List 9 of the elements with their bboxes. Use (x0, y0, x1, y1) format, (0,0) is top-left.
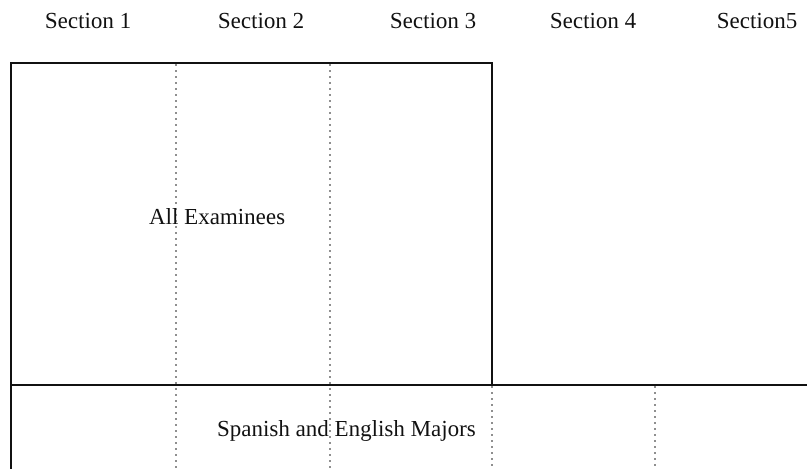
column-header: Section5 (716, 8, 798, 34)
column-header: Section 1 (44, 8, 132, 34)
group-label: Spanish and English Majors (217, 416, 476, 442)
column-header: Section 4 (550, 8, 636, 34)
column-header: Section 2 (218, 8, 304, 34)
group-box (10, 62, 493, 386)
column-header: Section 3 (390, 8, 476, 34)
group-box (10, 384, 807, 469)
group-label: All Examinees (149, 204, 286, 230)
